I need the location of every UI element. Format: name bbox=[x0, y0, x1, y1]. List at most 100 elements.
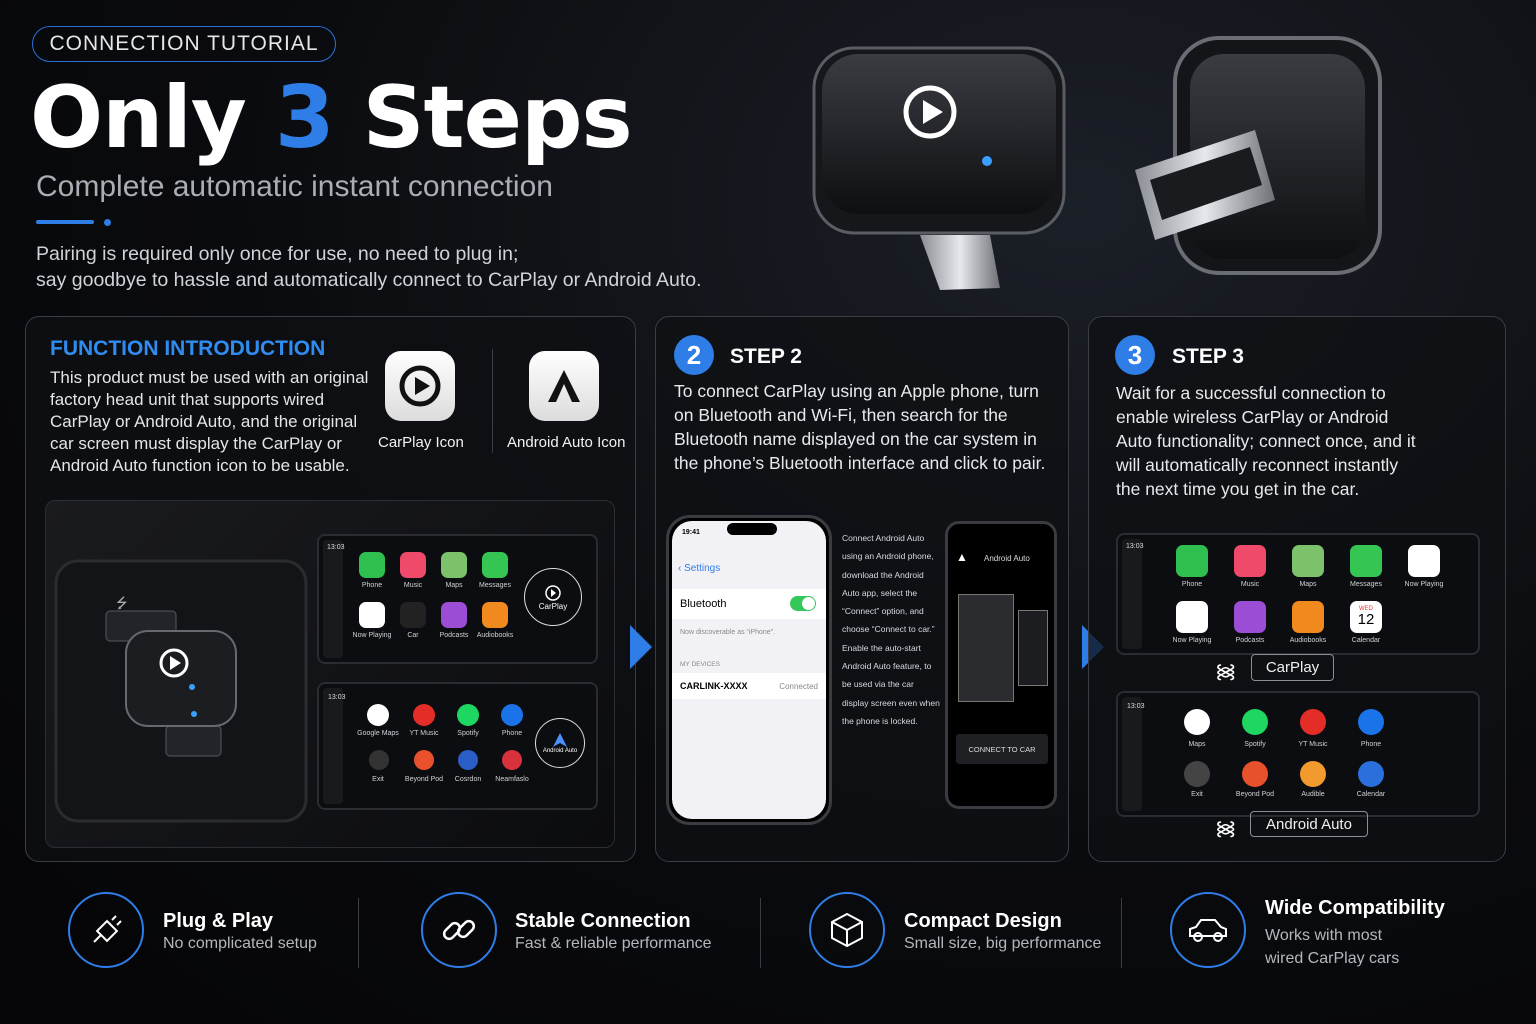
carplay-tile bbox=[385, 351, 455, 421]
beyond-pod-icon[interactable] bbox=[414, 750, 434, 770]
iphone-notch bbox=[727, 523, 777, 535]
phone-preview-1 bbox=[958, 594, 1014, 702]
desc-line-2: say goodbye to hassle and automatically … bbox=[36, 269, 702, 291]
plug-icon bbox=[93, 915, 122, 943]
carplay-label-pill: CarPlay bbox=[1251, 654, 1334, 681]
phone-app-icon[interactable] bbox=[1176, 545, 1208, 577]
messages-app-icon[interactable] bbox=[1350, 545, 1382, 577]
music-app-icon[interactable] bbox=[1234, 545, 1266, 577]
app-label: Maps bbox=[1188, 741, 1206, 748]
phone-icon[interactable] bbox=[501, 704, 523, 726]
phone-icon[interactable] bbox=[1358, 709, 1384, 735]
wifi-icon: ᯼ bbox=[1215, 661, 1237, 683]
spotify-icon[interactable] bbox=[457, 704, 479, 726]
carplay-sidebar bbox=[323, 540, 343, 658]
link-icon bbox=[442, 919, 476, 941]
accent-bar bbox=[36, 220, 94, 224]
app-label: Calendar bbox=[1356, 791, 1386, 798]
feature-subtitle-line-2: wired CarPlay cars bbox=[1265, 950, 1400, 967]
my-devices-header: MY DEVICES bbox=[680, 661, 720, 668]
console-illustration: ⭍ bbox=[54, 559, 308, 823]
android-auto-screen: 13:03 Google Maps YT Music Spotify Phone… bbox=[317, 682, 598, 810]
device-row[interactable]: CARLINK-XXXX Connected bbox=[672, 673, 826, 699]
exit-icon[interactable] bbox=[369, 750, 389, 770]
cube-icon bbox=[831, 912, 863, 948]
app-label: Spotify bbox=[457, 730, 479, 737]
feature-divider bbox=[358, 898, 359, 968]
feature-subtitle: Small size, big performance bbox=[904, 935, 1102, 952]
connect-to-car-button[interactable]: CONNECT TO CAR bbox=[956, 734, 1048, 764]
android-auto-icon bbox=[548, 370, 580, 402]
app-label: Phone bbox=[501, 730, 523, 737]
page-title: Only 3 Steps bbox=[30, 68, 633, 168]
calendar-date: 12 bbox=[1357, 611, 1375, 628]
feature-circle-cube bbox=[809, 892, 885, 968]
google-maps-icon[interactable] bbox=[367, 704, 389, 726]
car-app-icon[interactable] bbox=[400, 602, 426, 628]
feature-circle-car bbox=[1170, 892, 1246, 968]
app-label: Now Playing bbox=[352, 632, 392, 639]
spotify-icon[interactable] bbox=[1242, 709, 1268, 735]
app-label: Messages bbox=[479, 582, 511, 589]
audiobooks-app-icon[interactable] bbox=[1292, 601, 1324, 633]
dongle-front bbox=[812, 46, 1066, 290]
function-intro-panel: FUNCTION INTRODUCTION This product must … bbox=[25, 316, 636, 862]
android-auto-badge-label: Android Auto bbox=[542, 748, 578, 754]
podcasts-app-icon[interactable] bbox=[441, 602, 467, 628]
app-label: Beyond Pod bbox=[1235, 791, 1275, 798]
feature-circle-plug bbox=[68, 892, 144, 968]
app-label: YT Music bbox=[409, 730, 439, 737]
android-auto-icon-label: Android Auto Icon bbox=[507, 434, 626, 451]
feature-divider bbox=[1121, 898, 1122, 968]
android-auto-label-pill: Android Auto bbox=[1250, 811, 1368, 837]
product-image bbox=[812, 36, 1382, 290]
app-label: Phone bbox=[1360, 741, 1382, 748]
maps-app-icon[interactable] bbox=[1292, 545, 1324, 577]
calendar-app-icon[interactable]: WED 12 bbox=[1350, 601, 1382, 633]
music-app-icon[interactable] bbox=[400, 552, 426, 578]
carplay-icon bbox=[399, 365, 441, 407]
now-playing-app-icon[interactable] bbox=[359, 602, 385, 628]
bluetooth-toggle[interactable] bbox=[790, 596, 816, 611]
exit-icon[interactable] bbox=[1184, 761, 1210, 787]
android-instructions: Connect Android Auto using an Android ph… bbox=[842, 533, 940, 726]
device-status: Connected bbox=[779, 682, 818, 691]
android-phone-mockup: ▲ Android Auto CONNECT TO CAR bbox=[945, 521, 1057, 809]
app-label: Neamfaslo bbox=[495, 776, 529, 783]
app-label: Podcasts bbox=[1235, 637, 1265, 644]
calendar-day: WED bbox=[1359, 606, 1373, 612]
yt-music-icon[interactable] bbox=[1300, 709, 1326, 735]
cosrdon-icon[interactable] bbox=[458, 750, 478, 770]
device-name: CARLINK-XXXX bbox=[680, 681, 748, 691]
android-auto-badge-icon bbox=[553, 733, 567, 747]
podcasts-app-icon[interactable] bbox=[1234, 601, 1266, 633]
beyond-pod-icon[interactable] bbox=[1242, 761, 1268, 787]
now-playing-app-icon[interactable] bbox=[1176, 601, 1208, 633]
step2-text: To connect CarPlay using an Apple phone,… bbox=[674, 381, 1046, 473]
maps-app-icon[interactable] bbox=[441, 552, 467, 578]
yt-music-icon[interactable] bbox=[413, 704, 435, 726]
messages-app-icon[interactable] bbox=[482, 552, 508, 578]
step2-panel: 2 STEP 2 To connect CarPlay using an App… bbox=[655, 316, 1069, 862]
now-playing-app-icon[interactable] bbox=[1408, 545, 1440, 577]
car-icon bbox=[1189, 919, 1227, 942]
app-label: Spotify bbox=[1244, 741, 1266, 748]
neamfaslo-icon[interactable] bbox=[502, 750, 522, 770]
carplay-time: 13:03 bbox=[327, 544, 345, 551]
android-time: 13:03 bbox=[328, 694, 346, 701]
feature-title: Plug & Play bbox=[163, 910, 274, 932]
svg-text:⭍: ⭍ bbox=[116, 596, 128, 612]
audiobooks-app-icon[interactable] bbox=[482, 602, 508, 628]
phone-app-icon[interactable] bbox=[359, 552, 385, 578]
maps-icon[interactable] bbox=[1184, 709, 1210, 735]
app-label: Beyond Pod bbox=[404, 776, 444, 783]
calendar-icon[interactable] bbox=[1358, 761, 1384, 787]
step3-carplay-sidebar bbox=[1122, 539, 1142, 649]
arrow-right-icon bbox=[630, 625, 652, 669]
step3-title: STEP 3 bbox=[1172, 345, 1244, 368]
step3-carplay-time: 13:03 bbox=[1126, 543, 1144, 550]
app-label: Phone bbox=[1181, 581, 1203, 588]
audible-icon[interactable] bbox=[1300, 761, 1326, 787]
divider bbox=[492, 349, 493, 453]
settings-back-link[interactable]: ‹ Settings bbox=[678, 563, 721, 574]
